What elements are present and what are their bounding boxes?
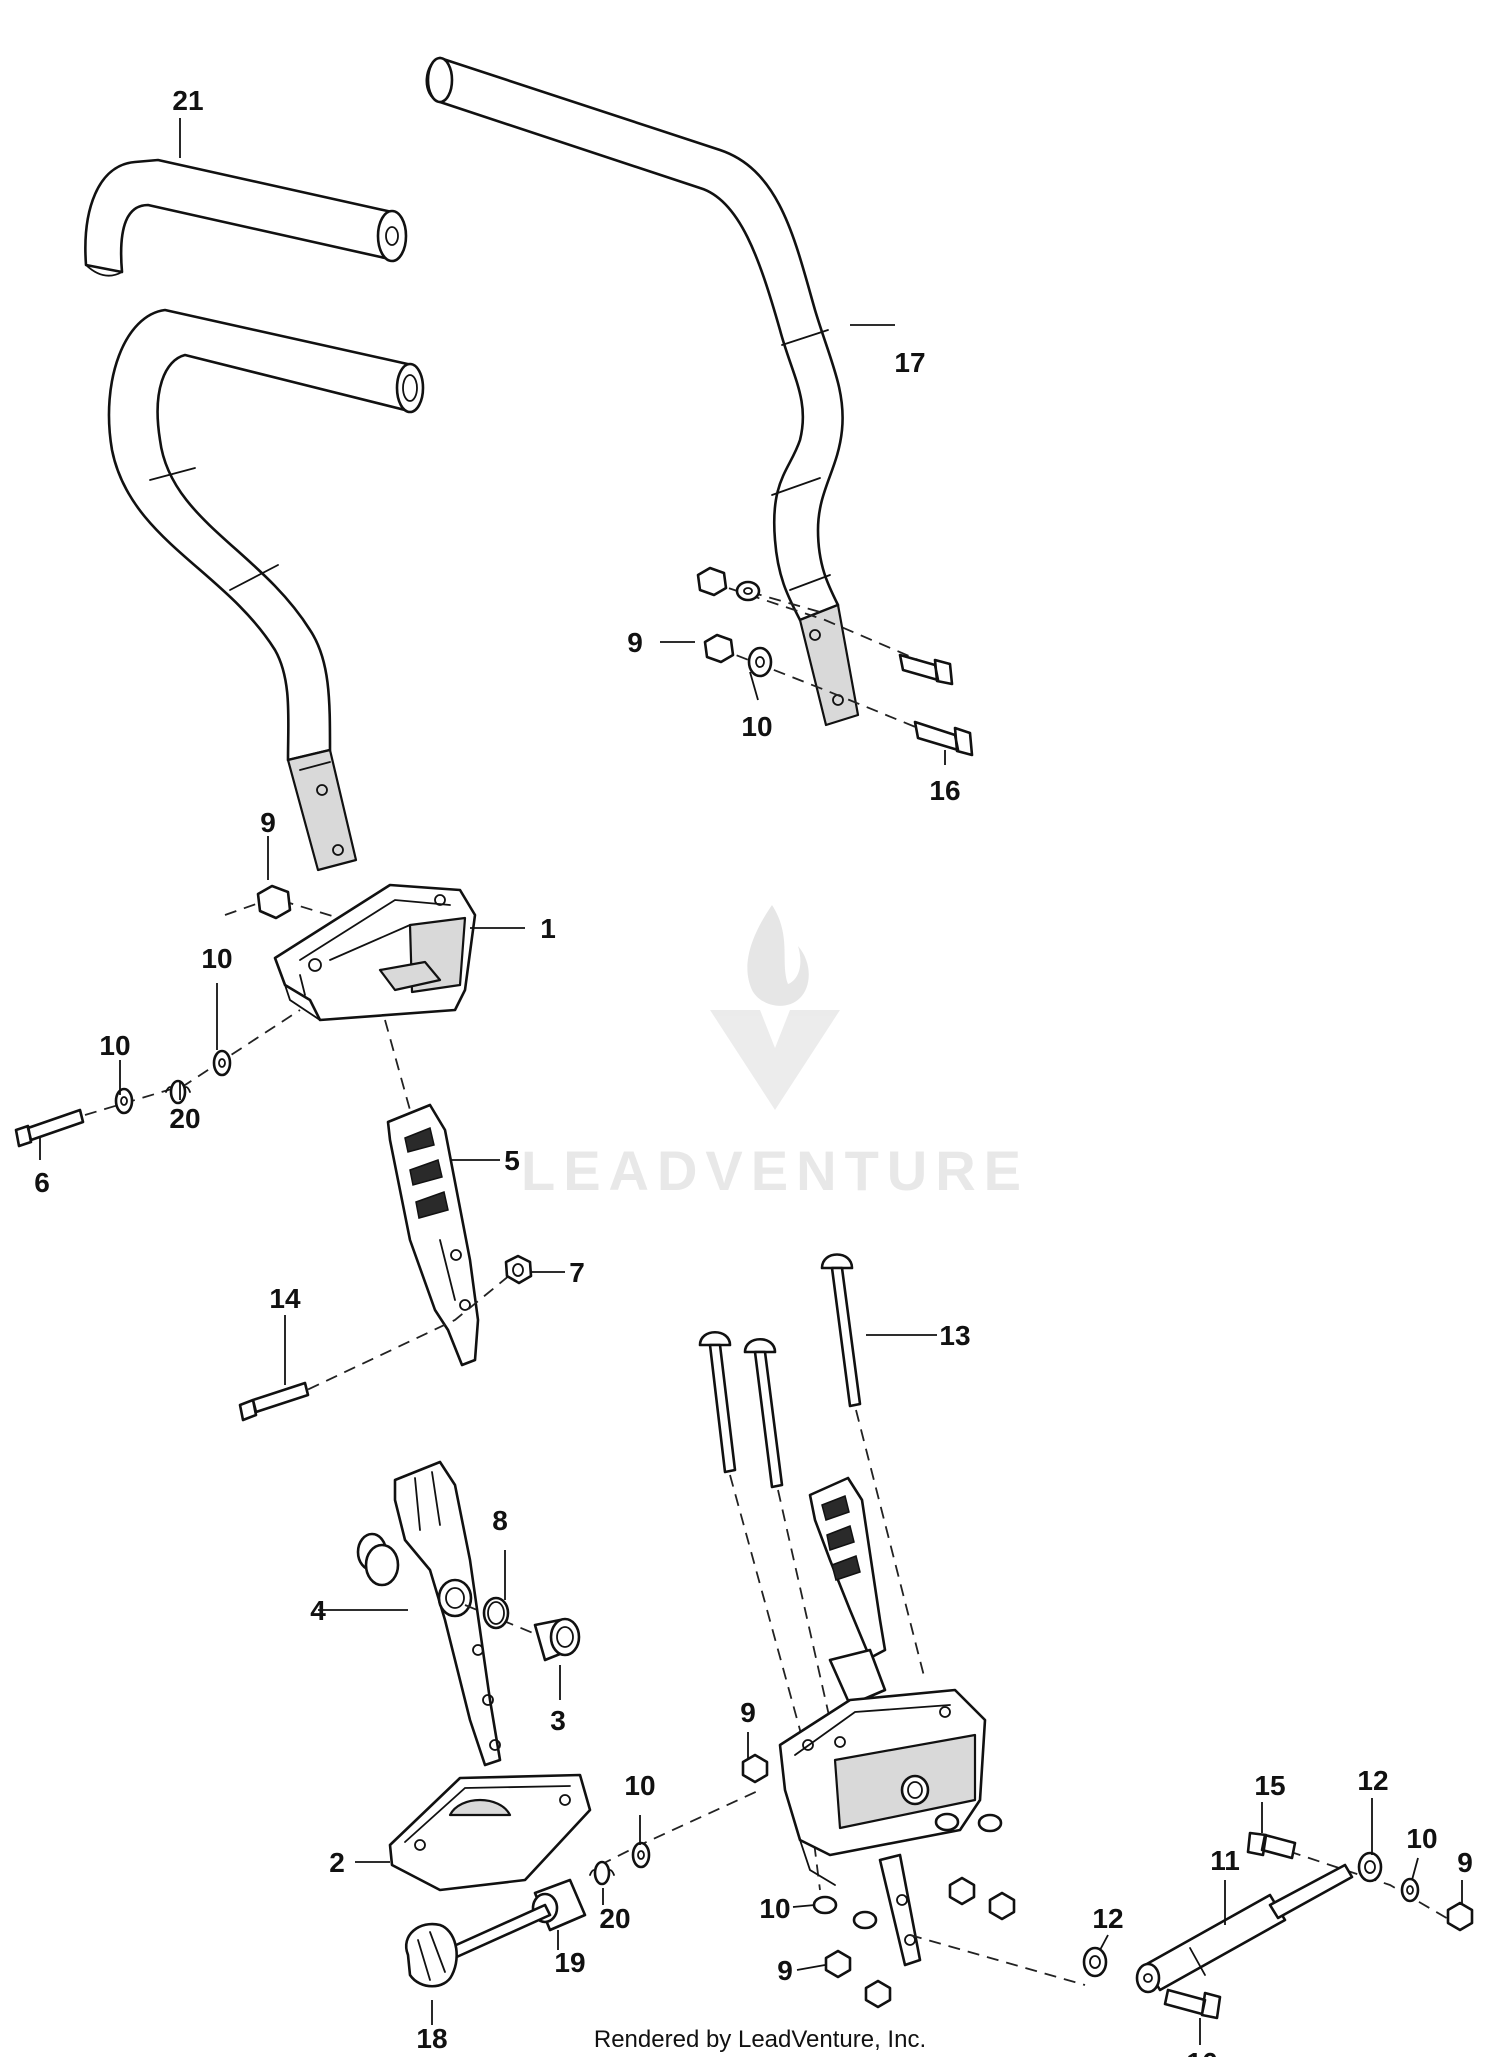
callout-9-mid: 9 — [740, 1697, 756, 1728]
upper-right-hardware — [696, 566, 974, 757]
callout-12-a: 12 — [1357, 1765, 1388, 1796]
callout-14: 14 — [269, 1283, 301, 1314]
spring-20-lower — [589, 1860, 615, 1886]
footer-credit: Rendered by LeadVenture, Inc. — [594, 2026, 926, 2053]
callout-17: 17 — [894, 347, 925, 378]
callout-16-top: 16 — [929, 775, 960, 806]
assembled-control-unit — [741, 1476, 1086, 2009]
callout-12-b: 12 — [1092, 1903, 1123, 1934]
callout-9-upper-left: 9 — [260, 807, 276, 838]
callout-20-b: 20 — [599, 1903, 630, 1934]
washer-10-right — [1400, 1877, 1420, 1903]
part-17-handle-tube-right — [425, 56, 860, 727]
washer-10-top — [747, 646, 773, 678]
bolt-6 — [14, 1108, 85, 1148]
callout-15: 15 — [1254, 1770, 1285, 1801]
callout-18: 18 — [416, 2023, 447, 2054]
washer-10-left-a — [114, 1087, 134, 1115]
hex-nut-9-right — [1446, 1901, 1474, 1932]
part-1-side-hardware — [14, 1009, 301, 1148]
part-2-lower-base — [388, 1773, 592, 1892]
carriage-bolt-b — [743, 1337, 784, 1489]
bolt-14 — [238, 1381, 310, 1422]
callout-20-a: 20 — [169, 1103, 200, 1134]
callout-19: 19 — [554, 1947, 585, 1978]
part-5-lever-plate — [384, 1019, 480, 1367]
callout-11: 11 — [1210, 1845, 1240, 1876]
carriage-bolts-13 — [698, 1253, 926, 1891]
carriage-bolt-a — [698, 1330, 737, 1474]
knob-assembly — [405, 1789, 761, 1988]
washer-10-left-b — [212, 1049, 232, 1077]
gas-damper-11 — [1135, 1863, 1354, 1994]
callout-10-e: 10 — [759, 1893, 790, 1924]
callout-13: 13 — [939, 1320, 970, 1351]
callout-6: 6 — [34, 1167, 50, 1198]
lower-actuator-plate — [878, 1853, 922, 1967]
part-4-lever-arm — [356, 1460, 502, 1767]
flange-nut-12-lower — [1082, 1946, 1108, 1978]
hex-nut-9-top-upper — [696, 566, 728, 597]
callout-3: 3 — [550, 1705, 566, 1736]
part-1-control-housing — [224, 883, 477, 1022]
callout-5: 5 — [504, 1145, 520, 1176]
callout-9-low: 9 — [777, 1955, 793, 1986]
flange-nut-7 — [504, 1254, 533, 1285]
bolt-top-upper — [898, 653, 954, 686]
spring-20-upper — [165, 1079, 191, 1105]
carriage-bolt-c — [820, 1253, 862, 1408]
washer-top-upper — [735, 580, 761, 602]
bolt-16-bottom — [1163, 1988, 1222, 2020]
hex-nut-9-mid — [741, 1753, 769, 1784]
bolt-16-top — [913, 720, 974, 757]
callout-9-right: 9 — [1457, 1847, 1473, 1878]
callout-10-a: 10 — [201, 943, 232, 974]
washer-10-lower-left — [631, 1841, 651, 1869]
damper-assembly — [1082, 1831, 1474, 2020]
callout-16-bottom: 16 — [1186, 2047, 1217, 2057]
callout-2: 2 — [329, 1847, 345, 1878]
callout-21: 21 — [172, 85, 203, 116]
bushing-assembly — [464, 1596, 581, 1662]
callout-labels: 21 17 9 10 16 9 1 10 10 20 6 5 7 14 13 8… — [34, 85, 1473, 2057]
part-handle-tube-left — [107, 308, 425, 872]
knob-18 — [405, 1922, 458, 1988]
lever-side-knob — [356, 1532, 400, 1587]
knob-18-shaft — [443, 1903, 552, 1962]
leader-lines — [39, 118, 1463, 2045]
callout-4: 4 — [310, 1595, 326, 1626]
watermark: LEADVENTURE — [521, 905, 1029, 1202]
callout-9-top: 9 — [627, 627, 643, 658]
watermark-flame-logo — [710, 905, 840, 1110]
bushing-3 — [533, 1617, 581, 1662]
part-21-grip-tube — [84, 158, 408, 277]
hex-nut-9-top-lower — [703, 633, 735, 664]
flange-nut-12-upper — [1357, 1851, 1383, 1883]
lower-washers-and-nuts — [812, 1812, 1016, 2009]
callout-7: 7 — [569, 1257, 585, 1288]
callout-10-top: 10 — [741, 711, 772, 742]
callout-1: 1 — [540, 913, 556, 944]
lever-pivot-hardware — [238, 1254, 533, 1422]
callout-10-d: 10 — [624, 1770, 655, 1801]
hex-nut-9-upper-left — [256, 884, 292, 920]
callout-10-c: 10 — [1406, 1823, 1437, 1854]
callout-10-b: 10 — [99, 1030, 130, 1061]
housing-bore — [900, 1774, 930, 1806]
lever-pivot-boss — [437, 1578, 473, 1618]
watermark-brand-text: LEADVENTURE — [521, 1139, 1029, 1202]
bolt-15 — [1246, 1831, 1297, 1860]
callout-8: 8 — [492, 1505, 508, 1536]
